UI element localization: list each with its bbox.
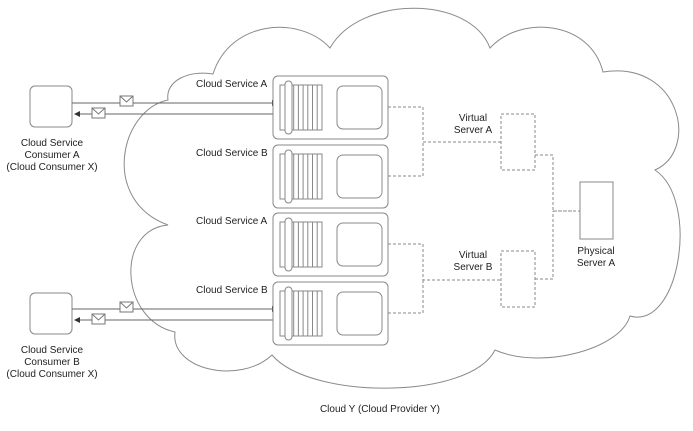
consumer-a-label: Cloud Service Consumer A (Cloud Consumer… [2,138,102,174]
physical-server-box[interactable] [579,181,614,240]
service-label: Cloud Service B [196,148,268,159]
service-agent-icon [279,286,323,341]
virtual-server-b-box[interactable] [500,250,536,308]
cloud-shape [123,7,681,389]
arrowhead-left-b [74,317,80,323]
consumer-b-line-2: Consumer B [24,357,80,368]
envelope-icon [119,301,134,313]
service-agent-icon [279,149,323,204]
consumer-a-box[interactable] [29,85,73,128]
envelope-icon [119,95,134,107]
consumer-b-box[interactable] [29,292,73,335]
virtual-server-a-box[interactable] [500,113,536,171]
cloud-label: Cloud Y (Cloud Provider Y) [319,404,441,415]
cloud-service-box[interactable] [272,144,389,209]
service-instance-icon [336,154,383,199]
service-agent-icon [279,80,323,135]
service-label: Cloud Service B [196,285,268,296]
service-instance-icon [336,85,383,130]
vsb-line-2: Server B [453,262,493,273]
cloud-service-box[interactable] [272,212,389,277]
consumer-a-line-1: Cloud Service [20,138,84,149]
service-agent-icon [279,217,323,272]
link-service4-to-vsb [388,280,424,314]
envelope-icon [91,313,106,325]
envelope-icon [91,107,106,119]
consumer-a-line-2: Consumer A [24,150,80,161]
service-instance-icon [336,291,383,336]
virtual-server-a-label: Virtual Server A [448,113,498,137]
consumer-b-line-3: (Cloud Consumer X) [6,369,98,380]
consumer-b-line-1: Cloud Service [20,345,84,356]
virtual-server-b-label: Virtual Server B [448,250,498,274]
link-service3-to-vsb [388,243,501,281]
physical-server-label: Physical Server A [566,246,626,270]
service-instance-icon [336,222,383,267]
link-service2-to-vsa [388,142,424,177]
service-label: Cloud Service A [196,216,268,227]
arrowhead-left-a [74,111,80,117]
link-vsb-to-physical [535,211,554,280]
cloud-service-box[interactable] [272,75,389,140]
consumer-b-label: Cloud Service Consumer B (Cloud Consumer… [2,345,102,381]
link-vsa-to-physical [535,154,574,212]
vsa-line-1: Virtual [458,113,488,124]
service-label: Cloud Service A [196,79,268,90]
ps-line-2: Server A [576,258,616,269]
ps-line-1: Physical [577,246,615,257]
consumer-a-line-3: (Cloud Consumer X) [6,162,98,173]
link-service1-to-vsa [388,106,501,143]
cloud-service-box[interactable] [272,281,389,346]
vsb-line-1: Virtual [458,250,488,261]
vsa-line-2: Server A [453,125,493,136]
